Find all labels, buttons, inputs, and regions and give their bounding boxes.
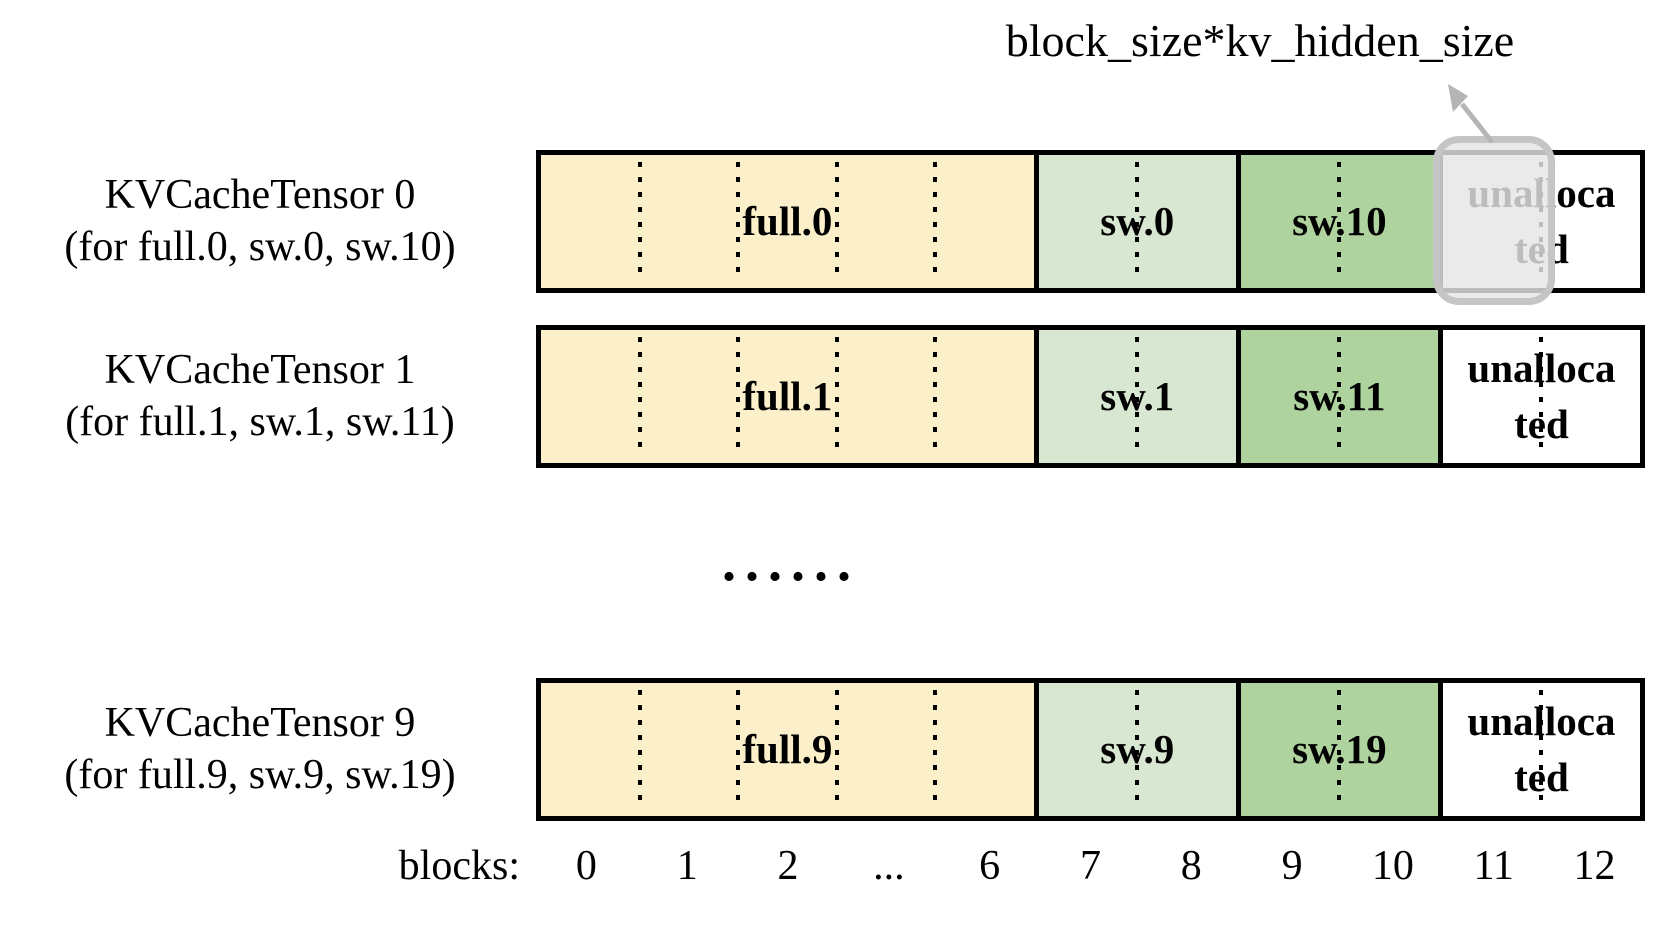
segment-sw.19: sw.19 <box>1235 683 1438 816</box>
block-cell <box>837 330 937 463</box>
segment-label: full.0 <box>742 197 833 244</box>
segment-label: sw.9 <box>1100 725 1175 772</box>
block-tick: 12 <box>1573 843 1616 889</box>
block-tick: 9 <box>1281 843 1303 889</box>
block-cell <box>1039 330 1139 463</box>
segment-label: sw.1 <box>1100 372 1175 419</box>
block-cell <box>541 330 642 463</box>
tensor-subtitle: (for full.0, sw.0, sw.10) <box>64 223 456 270</box>
tensor-label-1: KVCacheTensor 1(for full.1, sw.1, sw.11) <box>10 325 510 468</box>
block-tick: 8 <box>1180 843 1202 889</box>
block-tick: 10 <box>1371 843 1414 889</box>
block-cell <box>837 683 937 816</box>
block-tick: 0 <box>575 843 597 889</box>
segment-sw.9: sw.9 <box>1033 683 1236 816</box>
arrow-icon <box>1448 84 1494 144</box>
ellipsis-rows: ...... <box>722 531 860 593</box>
block-cell <box>541 683 642 816</box>
block-cell <box>1443 330 1544 463</box>
block-cell <box>640 330 740 463</box>
segment-sw.1: sw.1 <box>1033 330 1236 463</box>
highlight-box <box>1433 136 1555 305</box>
kv-cache-bar-2: full.9 sw.9 sw.19 unalloca ted <box>536 678 1645 821</box>
block-cell <box>1039 683 1139 816</box>
segment-full.0: full.0 <box>541 155 1034 288</box>
segment-sw.10: sw.10 <box>1235 155 1438 288</box>
segment-unalloca: unalloca ted <box>1437 330 1641 463</box>
block-cell <box>640 155 740 288</box>
segment-unalloca: unalloca ted <box>1437 683 1641 816</box>
block-cell <box>1241 330 1341 463</box>
segment-label: sw.19 <box>1292 725 1387 772</box>
tensor-subtitle: (for full.9, sw.9, sw.19) <box>64 751 456 798</box>
segment-label: full.1 <box>742 372 833 419</box>
segment-label: sw.0 <box>1100 197 1175 244</box>
segment-full.1: full.1 <box>541 330 1034 463</box>
block-tick: 1 <box>676 843 698 889</box>
segment-label: unalloca ted <box>1467 698 1616 800</box>
tensor-title: KVCacheTensor 1 <box>104 347 416 394</box>
tensor-subtitle: (for full.1, sw.1, sw.11) <box>65 398 455 445</box>
block-cell <box>1241 683 1341 816</box>
blocks-axis-label: blocks: <box>398 843 520 889</box>
tensor-label-0: KVCacheTensor 0(for full.0, sw.0, sw.10) <box>10 150 510 293</box>
segment-label: full.9 <box>742 725 833 772</box>
block-cell <box>640 683 740 816</box>
block-cell <box>837 155 937 288</box>
tensor-label-2: KVCacheTensor 9(for full.9, sw.9, sw.19) <box>10 678 510 821</box>
segment-label: unalloca ted <box>1467 345 1616 447</box>
block-cell <box>1443 683 1544 816</box>
segment-full.9: full.9 <box>541 683 1034 816</box>
block-cell <box>541 155 642 288</box>
annotation-label: block_size*kv_hidden_size <box>1005 15 1515 66</box>
segment-sw.0: sw.0 <box>1033 155 1236 288</box>
block-tick: ... <box>873 843 905 889</box>
block-cell <box>1241 155 1341 288</box>
kv-cache-bar-1: full.1 sw.1 sw.11 unalloca ted <box>536 325 1645 468</box>
segment-sw.11: sw.11 <box>1235 330 1438 463</box>
tensor-title: KVCacheTensor 0 <box>104 172 416 219</box>
block-tick: 2 <box>777 843 799 889</box>
block-cell <box>1039 155 1139 288</box>
block-tick: 7 <box>1079 843 1101 889</box>
tensor-title: KVCacheTensor 9 <box>104 700 416 747</box>
block-cell <box>738 155 839 288</box>
block-tick: 6 <box>979 843 1001 889</box>
block-cell <box>738 683 839 816</box>
segment-label: sw.10 <box>1292 197 1387 244</box>
segment-label: sw.11 <box>1293 372 1386 419</box>
block-tick: 11 <box>1473 843 1514 889</box>
block-cell <box>738 330 839 463</box>
